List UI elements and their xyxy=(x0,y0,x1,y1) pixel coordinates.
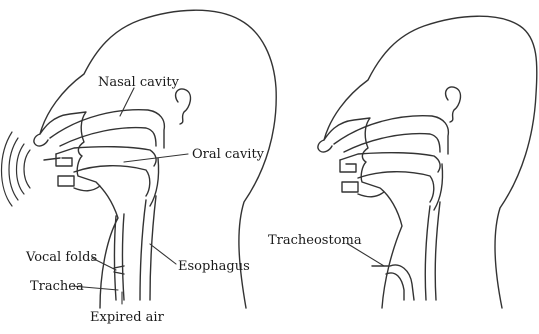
left-esophagus xyxy=(140,200,146,300)
label-expired-air: Expired air xyxy=(90,310,165,325)
label-oral-cavity: Oral cavity xyxy=(192,147,265,162)
label-trachea: Trachea xyxy=(30,279,84,294)
right-head xyxy=(318,16,537,308)
right-esophagus xyxy=(425,206,430,300)
airflow-arrow xyxy=(44,158,60,160)
label-esophagus: Esophagus xyxy=(178,259,250,274)
leader-nasal-cavity xyxy=(120,88,134,116)
left-palate xyxy=(56,147,156,166)
right-ear xyxy=(446,87,461,122)
left-nose-tip xyxy=(34,134,48,146)
label-vocal-folds: Vocal folds xyxy=(25,250,97,265)
sound-waves xyxy=(2,132,31,206)
right-nose-tip xyxy=(318,140,332,152)
label-tracheostoma: Tracheostoma xyxy=(268,233,362,248)
left-trachea-front xyxy=(115,216,117,300)
left-tongue xyxy=(74,166,150,196)
right-head-outline xyxy=(324,16,537,308)
leader-esophagus xyxy=(150,244,176,264)
left-ear xyxy=(176,89,191,124)
label-nasal-cavity: Nasal cavity xyxy=(98,75,180,90)
